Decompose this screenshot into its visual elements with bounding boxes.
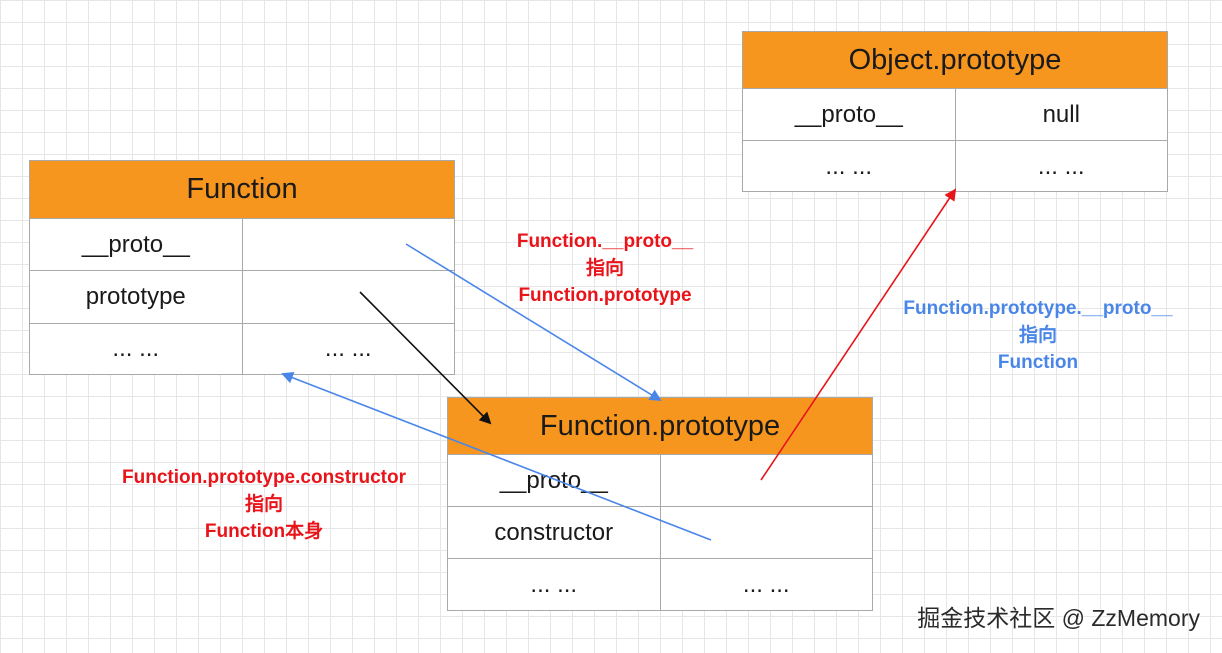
function-prototype-constructor-annotation: Function.prototype.constructor 指向 Functi…	[94, 464, 434, 545]
function-title: Function	[30, 161, 454, 219]
object-prototype-row-proto: __proto__ null	[743, 89, 1167, 141]
function-prototype-row-constructor: constructor	[448, 507, 872, 559]
row-value	[241, 271, 455, 323]
function-prototype-proto-annotation: Function.prototype.__proto__ 指向 Function	[883, 295, 1193, 376]
function-table: Function __proto__ prototype ... ... ...…	[29, 160, 455, 375]
row-value: ... ...	[241, 324, 455, 374]
annotation-line: Function	[997, 352, 1079, 373]
row-key: prototype	[85, 283, 186, 310]
row-key: constructor	[494, 518, 614, 546]
annotation-line: Function.__proto__	[516, 231, 694, 252]
annotation-line: 指向	[1018, 325, 1057, 346]
row-key: __proto__	[794, 100, 903, 128]
row-key: ... ...	[825, 152, 873, 180]
function-row-more: ... ... ... ...	[30, 324, 454, 374]
object-prototype-table: Object.prototype __proto__ null ... ... …	[742, 31, 1168, 192]
function-prototype-title: Function.prototype	[448, 398, 872, 455]
row-value: null	[954, 89, 1168, 140]
function-prototype-row-more: ... ... ... ...	[448, 559, 872, 610]
row-key: __proto__	[81, 230, 190, 258]
row-value: ... ...	[954, 141, 1168, 192]
annotation-line: Function本身	[204, 521, 324, 542]
row-value	[659, 455, 873, 506]
row-key: __proto__	[499, 466, 608, 494]
annotation-line: 指向	[585, 258, 624, 279]
watermark: 掘金技术社区 @ ZzMemory	[917, 605, 1200, 631]
function-row-proto: __proto__	[30, 219, 454, 271]
annotation-line: Function.prototype.constructor	[122, 467, 406, 488]
annotation-line: Function.prototype.__proto__	[903, 298, 1173, 319]
row-value	[241, 219, 455, 270]
row-key: ... ...	[530, 570, 578, 598]
function-proto-annotation: Function.__proto__ 指向 Function.prototype	[490, 228, 720, 309]
annotation-line: Function.prototype	[518, 285, 692, 306]
function-row-prototype: prototype	[30, 271, 454, 324]
row-key: ... ...	[112, 335, 160, 362]
row-value	[659, 507, 873, 558]
object-prototype-title: Object.prototype	[743, 32, 1167, 89]
function-prototype-table: Function.prototype __proto__ constructor…	[447, 397, 873, 611]
row-value: ... ...	[659, 559, 873, 610]
annotation-line: 指向	[244, 494, 283, 515]
function-prototype-row-proto: __proto__	[448, 455, 872, 507]
object-prototype-row-more: ... ... ... ...	[743, 141, 1167, 192]
